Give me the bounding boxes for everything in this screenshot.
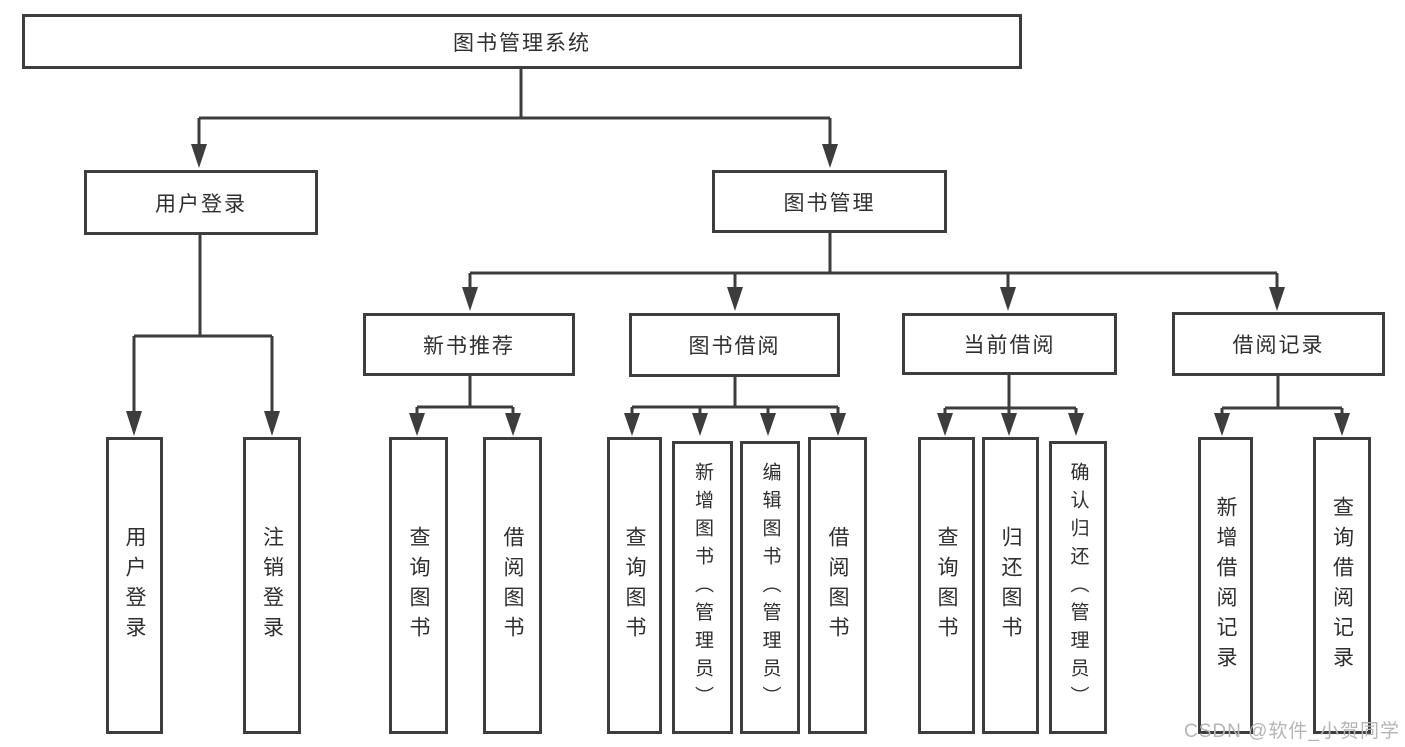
connector-book-management-to-level3 — [462, 233, 1285, 311]
leaf-add-borrow-record: 新增借阅记录 — [1198, 437, 1253, 734]
node-current-borrow: 当前借阅 — [902, 313, 1117, 375]
node-book-borrow: 图书借阅 — [629, 313, 840, 377]
node-new-book-recommend: 新书推荐 — [363, 313, 575, 376]
node-book-management: 图书管理 — [712, 170, 947, 233]
connector-new-book-to-leaves — [409, 376, 521, 436]
arrowhead-nb-borrow — [505, 413, 521, 436]
arrowhead-bb-edit — [760, 413, 776, 436]
arrowhead-leaf-user-login — [126, 411, 142, 436]
arrowhead-br-query — [1334, 413, 1350, 436]
leaf-query-books-newbook: 查询图书 — [389, 437, 448, 734]
arrowhead-book-borrow — [727, 287, 743, 311]
arrowhead-new-book — [462, 287, 478, 311]
node-root-library-system: 图书管理系统 — [22, 14, 1022, 69]
arrowhead-cb-return — [1001, 413, 1017, 436]
arrowhead-br-add — [1214, 413, 1230, 436]
arrowhead-leaf-logout — [264, 411, 280, 436]
arrowhead-current-borrow — [1000, 287, 1016, 311]
arrowhead-borrow-records — [1269, 287, 1285, 311]
leaf-borrow-books-newbook: 借阅图书 — [483, 437, 542, 734]
leaf-logout: 注销登录 — [243, 437, 301, 734]
leaf-query-books-borrow: 查询图书 — [607, 437, 662, 734]
leaf-add-book-admin: 新增图书（管理员） — [672, 441, 733, 734]
connector-borrow-records-to-leaves — [1214, 376, 1350, 436]
node-borrow-records: 借阅记录 — [1172, 312, 1385, 376]
leaf-query-books-current: 查询图书 — [918, 437, 975, 734]
arrowhead-cb-confirm — [1068, 413, 1084, 436]
arrowhead-bb-borrow — [830, 413, 846, 436]
arrowhead-bb-query — [624, 413, 640, 436]
leaf-query-borrow-record: 查询借阅记录 — [1313, 437, 1371, 734]
connector-user-login-to-leaves — [126, 235, 280, 436]
connector-root-to-level2 — [191, 69, 838, 168]
leaf-borrow-books-borrow: 借阅图书 — [808, 437, 867, 734]
connector-book-borrow-to-leaves — [624, 377, 846, 436]
arrowhead-nb-query — [409, 413, 425, 436]
connector-current-borrow-to-leaves — [937, 375, 1084, 436]
leaf-return-books: 归还图书 — [982, 437, 1039, 734]
arrowhead-bb-add — [692, 413, 708, 436]
leaf-confirm-return-admin: 确认归还（管理员） — [1049, 441, 1107, 734]
node-user-login: 用户登录 — [84, 170, 318, 235]
leaf-edit-book-admin: 编辑图书（管理员） — [740, 441, 800, 734]
arrowhead-book-management — [822, 144, 838, 168]
leaf-user-login: 用户登录 — [106, 437, 163, 734]
arrowhead-cb-query — [937, 413, 953, 436]
arrowhead-user-login — [191, 144, 207, 168]
